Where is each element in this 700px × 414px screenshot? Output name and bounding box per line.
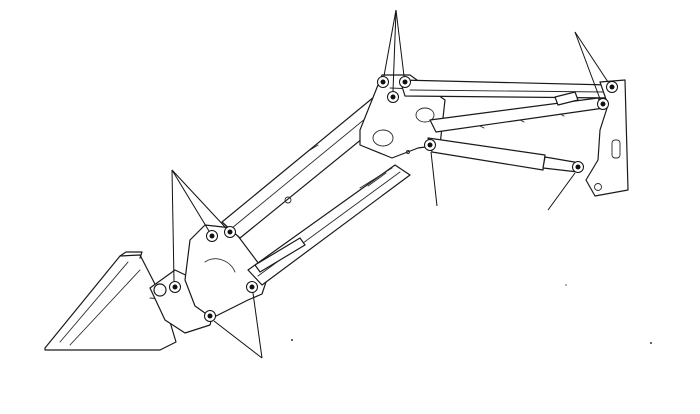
grease-fitting-icon [424, 139, 436, 151]
grease-fitting-icon [246, 281, 258, 293]
grease-fitting-icon [572, 161, 584, 173]
grease-fitting-icon [204, 310, 216, 322]
pointer-lines [171, 9, 609, 359]
pointer-arrow-icon [574, 31, 609, 83]
mount-bracket [585, 79, 629, 197]
pointer-arrow-icon [395, 9, 405, 77]
grease-fittings [169, 76, 618, 322]
pointer-arrow-icon [171, 169, 227, 229]
pointer-arrow-icon [574, 31, 601, 100]
grease-fitting-icon [399, 76, 411, 88]
top-rail [399, 79, 613, 99]
pointer-arrow-icon [213, 320, 263, 359]
boom-beam [429, 91, 605, 133]
grease-fitting-icon [377, 76, 389, 88]
tilt-cylinder [254, 196, 306, 273]
scan-specks [291, 284, 652, 344]
pointer-arrow-icon [252, 292, 263, 359]
pointer-arrow-icon [392, 9, 397, 92]
lift-cylinder [427, 137, 581, 173]
grease-fitting-icon [169, 281, 181, 293]
grease-fitting-icon [597, 98, 609, 110]
pointer-arrow-icon [547, 172, 576, 211]
bell-crank-plate [184, 224, 269, 319]
pointer-arrow-icon [383, 9, 397, 77]
pointer-arrow-icon [171, 169, 175, 282]
grease-fitting-icon [224, 226, 236, 238]
grease-fitting-icon [206, 230, 218, 242]
grease-fitting-icon [387, 91, 399, 103]
pointer-arrow-icon [171, 169, 210, 232]
grease-fitting-icon [606, 81, 618, 93]
pointer-arrow-icon [430, 151, 438, 207]
